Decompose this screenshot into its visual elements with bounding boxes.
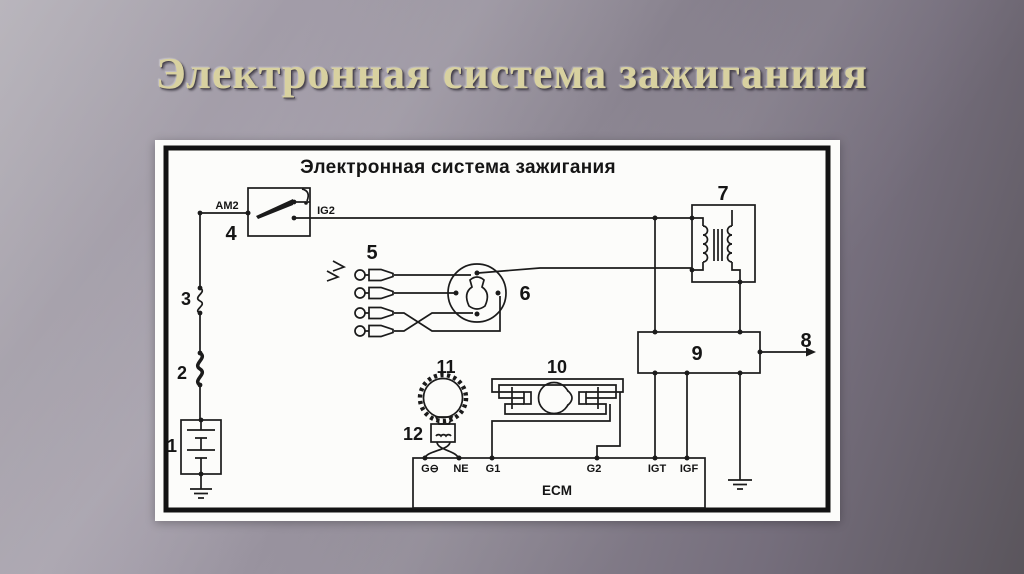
label-6: 6: [519, 283, 530, 305]
ignition-coil: 7: [689, 183, 756, 285]
cam-sensor: 10: [491, 357, 624, 458]
supply-chain: 3 2: [177, 210, 248, 420]
diagram-frame: [163, 145, 831, 513]
arrow-icon: [806, 347, 816, 357]
label-3: 3: [181, 289, 191, 309]
battery: 1: [167, 417, 222, 499]
connector-right: [586, 387, 599, 409]
terminal-igt: IGT: [648, 463, 667, 475]
spark-plug: [354, 324, 394, 338]
g2-wire: [596, 392, 621, 458]
pickup-coil: 12: [403, 416, 459, 459]
sensor-notch: [566, 389, 573, 407]
label-12: 12: [403, 424, 423, 444]
label-7: 7: [717, 183, 728, 205]
terminal-am2: AM2: [215, 200, 238, 212]
ecm: G⊖ NE G1 G2 IGT IGF ECM: [412, 455, 706, 509]
ig2-feed-wire: [294, 217, 692, 332]
timing-rotor: 11: [417, 357, 469, 424]
spark-plugs: 5: [326, 242, 394, 338]
spark-plug: [354, 286, 394, 300]
sensor-wire-loop: [504, 403, 607, 415]
igniter-wires: [654, 373, 741, 480]
label-1: 1: [167, 436, 177, 456]
terminal-g-neg: G⊖: [421, 463, 439, 475]
terminal-g2: G2: [587, 463, 602, 475]
connector-left: [511, 387, 524, 409]
label-8: 8: [800, 330, 811, 352]
label-11: 11: [436, 357, 455, 377]
label-4: 4: [225, 223, 237, 245]
distributor: 6: [447, 263, 531, 323]
sensor-wire-loop: [498, 384, 617, 399]
ignition-switch: AM2 IG2 4: [215, 187, 335, 245]
diagram-title: Электронная система зажигания: [300, 157, 616, 178]
slide-title: Электронная система зажиганиия: [156, 49, 868, 98]
spark-plug: [354, 268, 394, 282]
coil-core: [713, 229, 723, 261]
fusible-link-symbol: [196, 351, 204, 387]
igniter: 9 8: [637, 329, 816, 376]
ecm-label: ECM: [542, 483, 572, 498]
spark-icon: [326, 260, 347, 282]
terminal-ne: NE: [453, 463, 468, 475]
switch-hook-contact: [301, 188, 310, 202]
switch-contact-arm: [256, 199, 293, 219]
label-5: 5: [366, 242, 377, 264]
fuse-symbol: [196, 287, 204, 314]
ignition-diagram-panel: Электронная система зажигания 3 2 1: [155, 140, 840, 521]
plug-leads: [394, 274, 501, 332]
sensor-wire-loop: [491, 378, 624, 393]
ignition-circuit-diagram: Электронная система зажигания 3 2 1: [163, 145, 831, 513]
terminal-ig2: IG2: [317, 205, 335, 217]
spark-plug: [354, 306, 394, 320]
label-9: 9: [691, 343, 702, 365]
rotor: [465, 276, 489, 310]
label-10: 10: [547, 357, 567, 377]
g1-wire: [491, 404, 611, 458]
label-2: 2: [177, 363, 187, 383]
terminal-igf: IGF: [680, 463, 699, 475]
terminal-g1: G1: [486, 463, 501, 475]
chassis-ground-icon: [728, 479, 752, 490]
battery-ground-icon: [190, 474, 212, 499]
coil-secondary-wire: [477, 267, 692, 274]
